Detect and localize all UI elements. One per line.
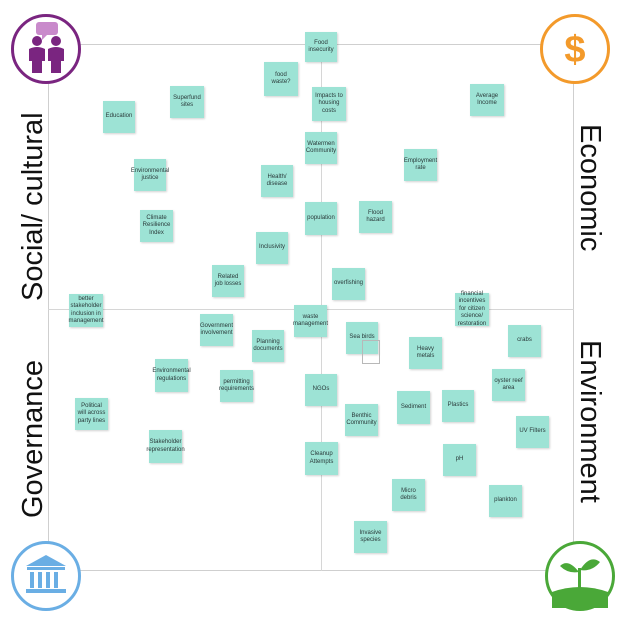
sticky-note[interactable]: Health/ disease xyxy=(261,165,293,197)
sticky-note[interactable]: better stakeholder inclusion in manageme… xyxy=(68,294,104,327)
sticky-note[interactable]: Average Income xyxy=(470,84,504,116)
sticky-note[interactable]: pH xyxy=(443,444,476,476)
sticky-note[interactable]: Government involvement xyxy=(200,314,233,346)
sticky-note[interactable]: plankton xyxy=(489,485,522,517)
sticky-note[interactable]: permitting requirements xyxy=(219,370,254,402)
government-building-icon xyxy=(11,541,81,611)
sticky-note[interactable]: Political will across party lines xyxy=(75,398,108,430)
sticky-note[interactable]: Employment rate xyxy=(404,149,437,181)
sticky-note[interactable]: Watermen Community xyxy=(305,132,337,164)
svg-text:$: $ xyxy=(564,29,585,71)
sticky-note[interactable]: oyster reef area xyxy=(492,369,525,401)
quadrant-label-economic: Economic xyxy=(574,124,606,252)
sticky-note[interactable]: Plastics xyxy=(442,390,474,422)
sticky-note[interactable]: Invasive species xyxy=(354,521,387,553)
sticky-note[interactable]: Benthic Community xyxy=(345,404,378,436)
sticky-note[interactable]: Inclusivity xyxy=(256,232,288,264)
sticky-note[interactable]: Heavy metals xyxy=(409,337,442,369)
people-talking-icon xyxy=(11,14,81,84)
sticky-note[interactable]: Climate Resilience Index xyxy=(140,210,173,242)
sticky-note[interactable]: Impacts to housing costs xyxy=(312,87,346,121)
plant-sprout-icon xyxy=(545,541,615,611)
sticky-note[interactable]: Stakeholder representation xyxy=(146,430,185,463)
quadrant-label-environment: Environment xyxy=(574,340,606,503)
quadrant-label-social-cultural: Social/ cultural xyxy=(17,112,49,301)
sticky-note[interactable]: overfishing xyxy=(332,268,365,300)
sticky-note[interactable]: population xyxy=(305,202,337,235)
sticky-note[interactable]: Education xyxy=(103,101,135,133)
sticky-note[interactable]: UV Filters xyxy=(516,416,549,448)
sticky-note[interactable]: Sediment xyxy=(397,391,430,424)
selection-cursor-box xyxy=(362,340,380,364)
sticky-note[interactable]: food waste? xyxy=(264,62,298,96)
dollar-icon: $ xyxy=(540,14,610,84)
quadrant-label-governance: Governance xyxy=(17,360,49,518)
sticky-note[interactable]: Food insecurity xyxy=(305,32,337,62)
sticky-note[interactable]: Related job losses xyxy=(212,265,244,297)
sticky-note[interactable]: Planning documents xyxy=(252,330,284,362)
sticky-note[interactable]: Cleanup Attempts xyxy=(305,442,338,475)
sticky-note[interactable]: crabs xyxy=(508,325,541,357)
sticky-note[interactable]: waste management xyxy=(293,305,328,337)
sticky-note[interactable]: Superfund sites xyxy=(170,86,204,118)
sticky-note[interactable]: financial incentives for citizen science… xyxy=(455,291,489,327)
sticky-note[interactable]: Environmental justice xyxy=(131,159,169,191)
sticky-note[interactable]: NGOs xyxy=(305,374,337,406)
sticky-note[interactable]: Environmental regulations xyxy=(152,359,191,392)
sticky-note[interactable]: Micro debris xyxy=(392,479,425,511)
sticky-note[interactable]: Flood hazard xyxy=(359,201,392,233)
